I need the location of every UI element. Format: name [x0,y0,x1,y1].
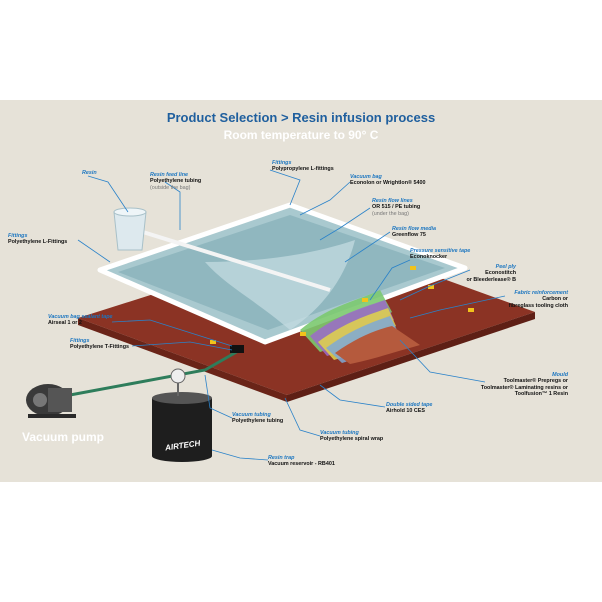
label-vacuum-tubing-2: Vacuum tubing Polyethylene spiral wrap [320,430,384,443]
page-title: Product Selection > Resin infusion proce… [166,110,436,125]
vacuum-pump [26,384,76,418]
label-resin-trap: Resin trap Vacuum reservoir - RB401 [268,455,335,468]
label-vacuum-bag: Vacuum bag Econolon or Wrightlon® 5400 [350,174,426,187]
label-resin-flow-media: Resin flow media Greenflow 75 [392,226,437,239]
label-mould: Mould Toolmaster® Prepregs or Toolmaster… [480,372,568,398]
label-resin: Resin [82,170,97,176]
leader-lines [77,169,506,461]
label-double-sided-tape: Double sided tape Airhold 10 CES [386,402,433,415]
label-fittings-left: Fittings Polyethylene L-Fittings [8,233,68,246]
sealant-tape-markers [210,266,474,344]
label-resin-flow-lines: Resin flow lines OR 515 / PE tubing (und… [372,198,421,217]
page-subtitle: Room temperature to 90° C [223,128,379,142]
t-fitting [230,345,244,353]
label-fittings-t: Fittings Polyethylene T-Fittings [70,338,130,351]
resin-trap [152,368,212,462]
resin-feed-line [129,226,331,292]
label-resin-feed-line: Resin feed line Polyethylene tubing (out… [150,172,202,191]
label-pressure-sensitive-tape: Pressure sensitive tape Econoknocker [410,248,471,261]
fabric-layers [300,290,420,364]
label-fittings-top: Fittings Polypropylene L-fittings [272,160,334,173]
resin-container [113,207,147,251]
label-peel-ply: Peel ply Econostitch or Bleederlease® B [466,264,516,283]
vacuum-pump-label: Vacuum pump [22,430,105,444]
label-fabric-reinforcement: Fabric reinforcement Carbon or fibreglas… [508,290,568,309]
label-vacuum-tubing: Vacuum tubing Polyethylene tubing [232,412,284,425]
vacuum-line [69,348,241,397]
label-vacuum-bag-sealant-tape: Vacuum bag sealant tape Airseal 1 or 2 [48,314,113,327]
